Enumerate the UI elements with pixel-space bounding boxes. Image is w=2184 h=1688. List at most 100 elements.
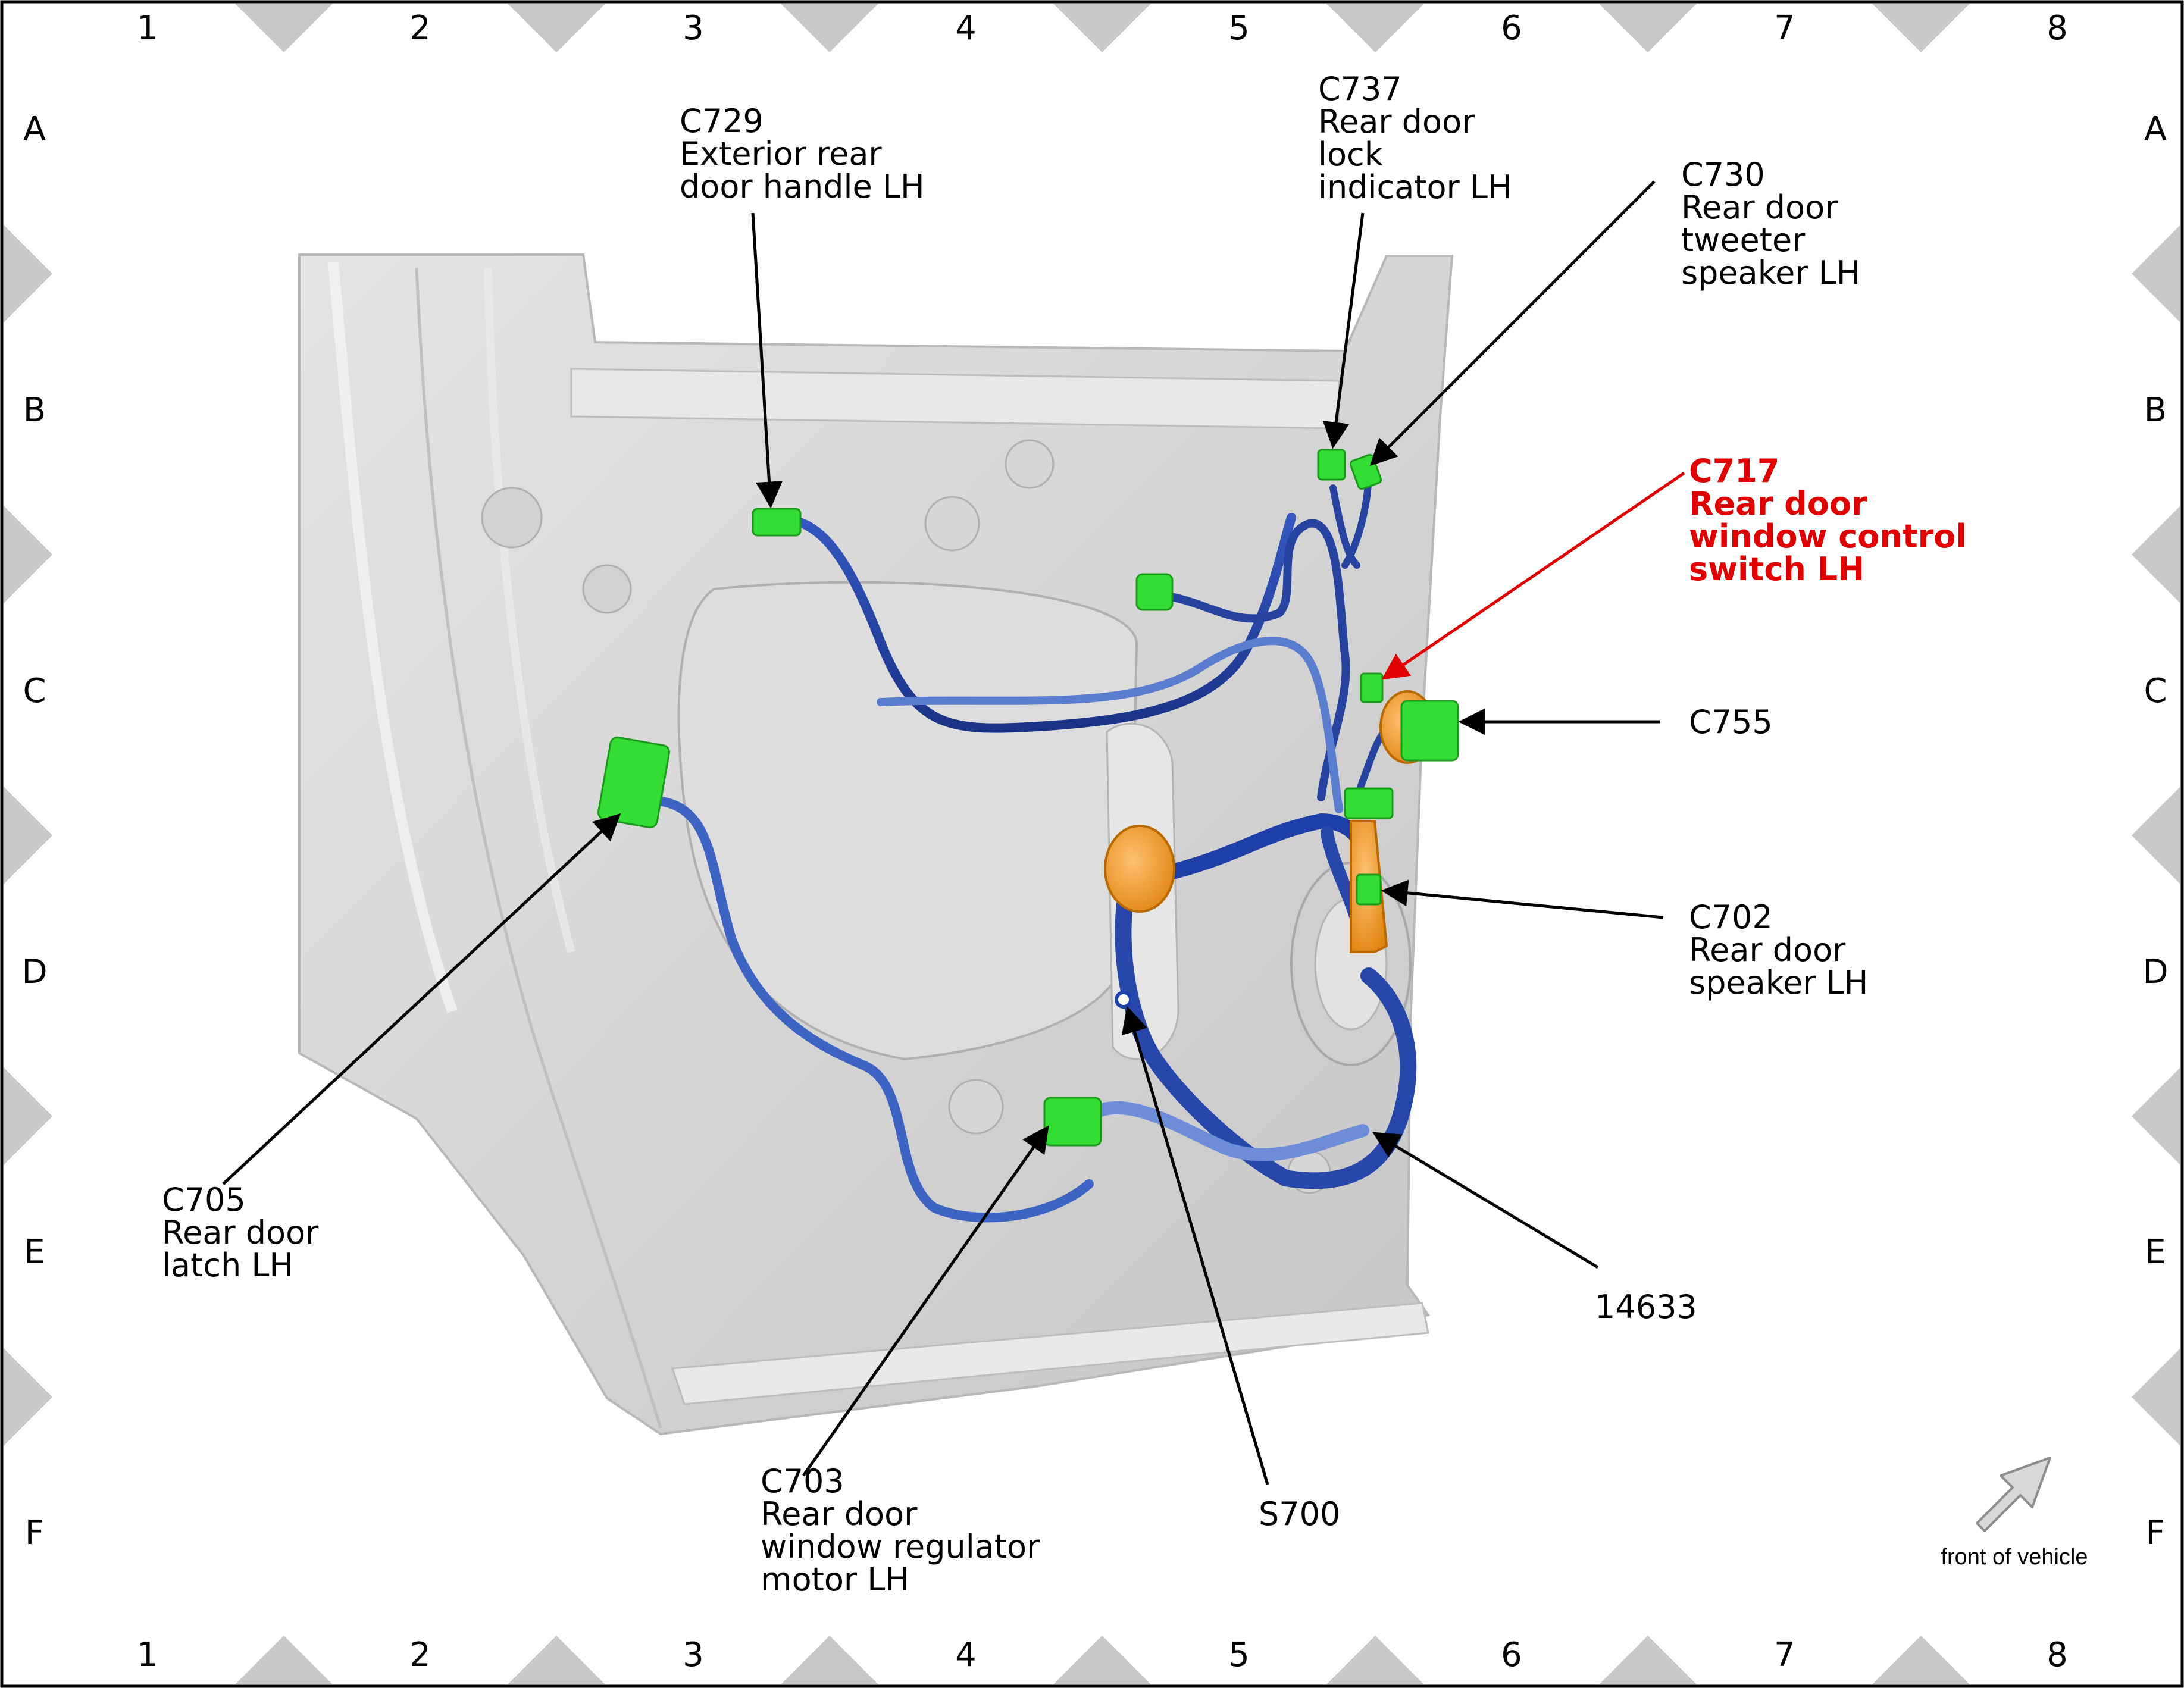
row-label-f: F <box>2146 1514 2165 1552</box>
leader-c705 <box>222 813 621 1185</box>
callout-c729-line2: door handle LH <box>680 168 925 205</box>
rear-door-speaker-body <box>1104 825 1175 913</box>
column-label-4: 4 <box>955 9 977 48</box>
frame-marker-top <box>1872 4 1970 52</box>
frame-marker-bottom <box>1872 1636 1970 1684</box>
callout-c717-line1: Rear door <box>1689 485 1867 522</box>
callout-c705-line1: Rear door <box>162 1214 319 1251</box>
column-label-1: 1 <box>137 1636 158 1674</box>
callout-c737-line3: indicator LH <box>1318 168 1512 206</box>
frame-marker-right <box>2132 506 2180 603</box>
frame-marker-top <box>1599 4 1697 52</box>
callout-c703: C703 Rear door window regulator motor LH <box>761 1462 1040 1598</box>
callout-c755: C755 <box>1689 703 1773 741</box>
leader-c702 <box>1381 879 1664 919</box>
callout-s700: S700 <box>1259 1495 1340 1533</box>
callout-c730-code: C730 <box>1681 156 1765 193</box>
callout-c705-line2: latch LH <box>162 1247 293 1284</box>
frame-zone-markers <box>4 4 2180 1684</box>
column-label-7: 7 <box>1774 9 1795 48</box>
column-label-3: 3 <box>683 9 704 48</box>
row-label-b: B <box>23 391 46 430</box>
callout-c729: C729 Exterior rear door handle LH <box>680 102 925 205</box>
connector-c737 <box>1317 449 1346 481</box>
connector-c705 <box>597 736 670 829</box>
column-labels-top: 1 2 3 4 5 6 7 8 <box>137 9 2068 48</box>
column-label-2: 2 <box>409 9 431 48</box>
row-label-d: D <box>21 953 47 991</box>
frame-marker-bottom <box>1599 1636 1697 1684</box>
frame-marker-left <box>4 1348 52 1446</box>
callout-c730-line2: tweeter <box>1681 221 1806 259</box>
frame-marker-top <box>781 4 878 52</box>
callout-c737-code: C737 <box>1318 70 1402 108</box>
connectors <box>597 449 1459 1147</box>
frame-marker-left <box>4 225 52 322</box>
frame-marker-bottom <box>235 1636 333 1684</box>
callout-c703-line3: motor LH <box>761 1561 909 1598</box>
callout-c705-code: C705 <box>162 1181 246 1219</box>
column-label-4: 4 <box>955 1636 977 1674</box>
row-label-a: A <box>23 110 46 149</box>
callout-c729-line1: Exterior rear <box>680 135 882 173</box>
callout-c702-code: C702 <box>1689 898 1773 936</box>
frame-marker-bottom <box>1053 1636 1151 1684</box>
row-label-b: B <box>2144 391 2167 430</box>
orientation-label: front of vehicle <box>1941 1545 2088 1570</box>
wiring-harness-14633 <box>638 466 1417 1223</box>
column-label-5: 5 <box>1228 9 1250 48</box>
connector-c702 <box>1356 873 1382 906</box>
row-label-f: F <box>25 1514 44 1552</box>
frame-marker-top <box>1326 4 1424 52</box>
frame-marker-bottom <box>781 1636 878 1684</box>
column-label-3: 3 <box>683 1636 704 1674</box>
leader-c729 <box>751 212 783 509</box>
leader-c737 <box>1322 212 1365 449</box>
row-label-e: E <box>2145 1233 2166 1272</box>
leader-lines <box>222 180 1664 1485</box>
connector-c755 <box>1400 700 1459 762</box>
column-label-8: 8 <box>2047 1636 2068 1674</box>
row-label-c: C <box>2144 672 2167 710</box>
frame-marker-top <box>235 4 333 52</box>
column-labels-bottom: 1 2 3 4 5 6 7 8 <box>137 1636 2068 1674</box>
connector-c717 <box>1360 672 1384 703</box>
frame-marker-left <box>4 787 52 884</box>
callout-c755-code: C755 <box>1689 703 1773 741</box>
leader-c730 <box>1369 180 1656 466</box>
splice-s700 <box>1115 991 1132 1009</box>
frame-marker-right <box>2132 787 2180 884</box>
callout-c737: C737 Rear door lock indicator LH <box>1318 70 1512 206</box>
frame-marker-bottom <box>1326 1636 1424 1684</box>
callout-c730: C730 Rear door tweeter speaker LH <box>1681 156 1860 292</box>
frame-marker-left <box>4 506 52 603</box>
callout-c729-code: C729 <box>680 102 764 140</box>
connector-harness-mid <box>1344 787 1394 819</box>
callout-c717-line2: window control <box>1689 518 1967 555</box>
column-label-6: 6 <box>1501 9 1522 48</box>
column-label-1: 1 <box>137 9 158 48</box>
leader-s700 <box>1121 1006 1269 1485</box>
frame-marker-right <box>2132 225 2180 322</box>
connector-unlabeled <box>1135 573 1174 611</box>
frame-marker-right <box>2132 1067 2180 1165</box>
door-panel-illustration <box>298 253 1454 1436</box>
connector-c729 <box>752 508 802 537</box>
arrow-icon <box>1976 1457 2051 1532</box>
row-label-a: A <box>2144 110 2167 149</box>
callout-c702-line2: speaker LH <box>1689 964 1868 1001</box>
column-label-7: 7 <box>1774 1636 1795 1674</box>
callout-c717-code: C717 <box>1689 452 1779 490</box>
callout-14633-code: 14633 <box>1595 1288 1697 1326</box>
column-label-2: 2 <box>409 1636 431 1674</box>
callout-c717-line3: switch LH <box>1689 550 1864 588</box>
callout-c703-line2: window regulator <box>761 1528 1040 1565</box>
column-label-6: 6 <box>1501 1636 1522 1674</box>
callout-c730-line3: speaker LH <box>1681 254 1860 292</box>
leader-c717 <box>1381 471 1685 680</box>
column-label-8: 8 <box>2047 9 2068 48</box>
row-labels-right: A B C D E F <box>2142 110 2168 1552</box>
row-label-c: C <box>23 672 46 710</box>
callout-c703-code: C703 <box>761 1462 844 1500</box>
